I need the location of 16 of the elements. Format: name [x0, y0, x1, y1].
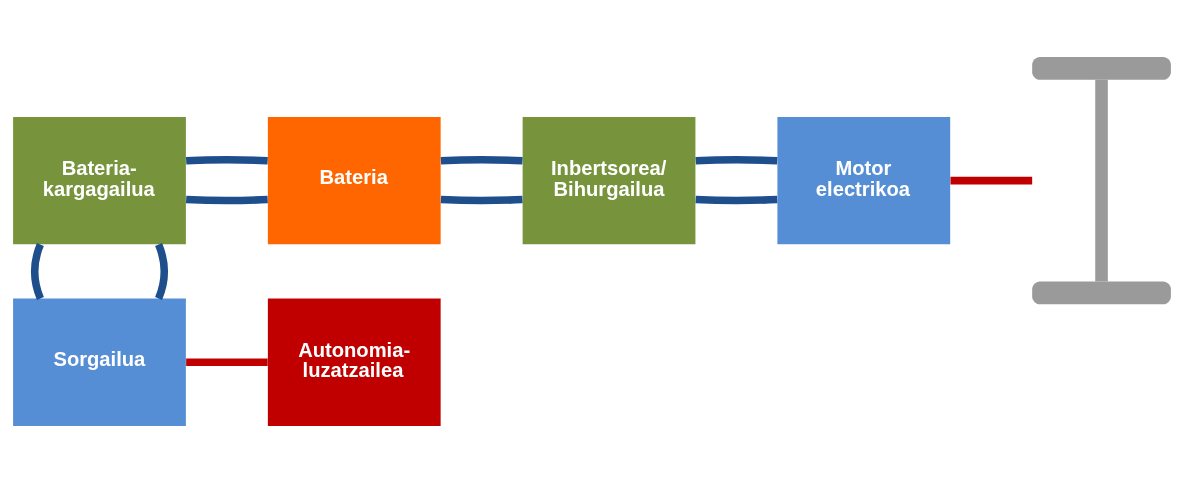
- connector: [695, 195, 778, 205]
- node-box: Inbertsorea/ Bihurgailua: [522, 116, 696, 245]
- connector: [186, 156, 268, 165]
- node-box: Sorgailua: [13, 298, 186, 426]
- connector: [186, 195, 268, 205]
- connector: [186, 358, 268, 367]
- node-box: Bateria-kargagailua: [13, 116, 186, 245]
- node-box: Motor electrikoa: [777, 116, 951, 245]
- connector: [950, 176, 1033, 185]
- connector: [695, 156, 778, 165]
- connector: [440, 156, 523, 165]
- connector: [440, 195, 523, 205]
- connector: [30, 243, 44, 300]
- connector: [155, 243, 168, 300]
- node-box: Autonomia-luzatzailea: [267, 298, 441, 426]
- node-box: Bateria: [267, 116, 441, 245]
